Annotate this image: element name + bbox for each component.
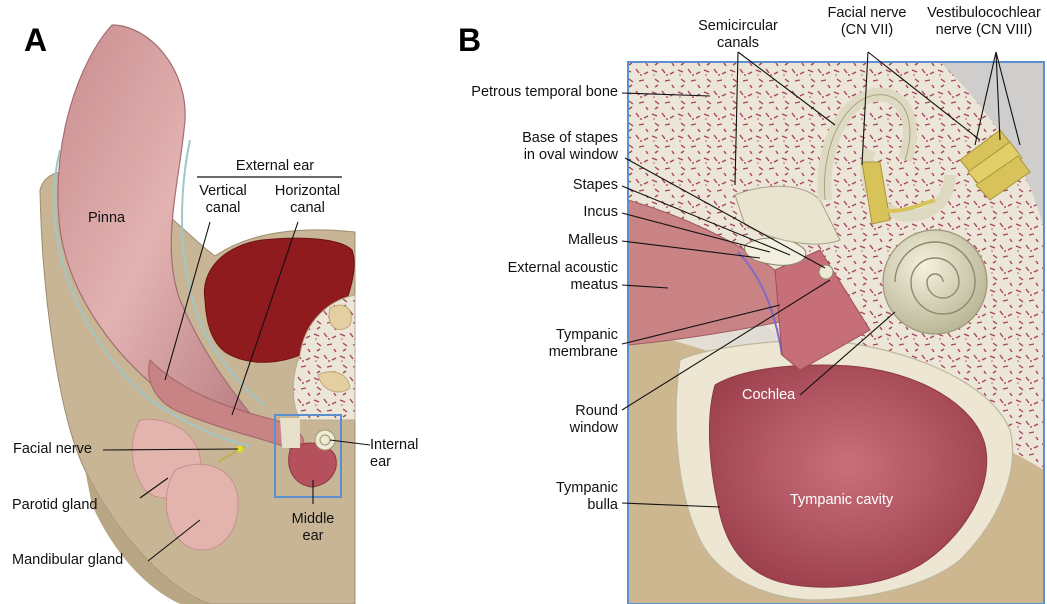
mandibular-gland-label: Mandibular gland [12, 552, 123, 569]
oval-window [819, 265, 833, 279]
panel-b-artwork [622, 52, 1044, 604]
cochlea-label: Cochlea [742, 387, 795, 404]
bone-detail [329, 305, 351, 329]
parotid-gland-label: Parotid gland [12, 497, 97, 514]
petrous-temporal-bone-label: Petrous temporal bone [420, 84, 618, 101]
panel-b-letter: B [458, 24, 481, 56]
incus-label: Incus [520, 204, 618, 221]
facial-nerve-label-b: Facial nerve(CN VII) [812, 5, 922, 39]
middle-ear-bone [280, 418, 300, 448]
external-ear-label: External ear [205, 158, 345, 175]
pinna-label: Pinna [88, 210, 125, 227]
mandibular-gland-shape [166, 464, 238, 550]
panel-a-letter: A [24, 24, 47, 56]
stapes-label: Stapes [520, 177, 618, 194]
tympanic-cavity-label: Tympanic cavity [790, 492, 893, 509]
cochlea-shape [883, 230, 987, 334]
malleus-label: Malleus [520, 232, 618, 249]
facial-nerve-label-a: Facial nerve [13, 441, 92, 458]
